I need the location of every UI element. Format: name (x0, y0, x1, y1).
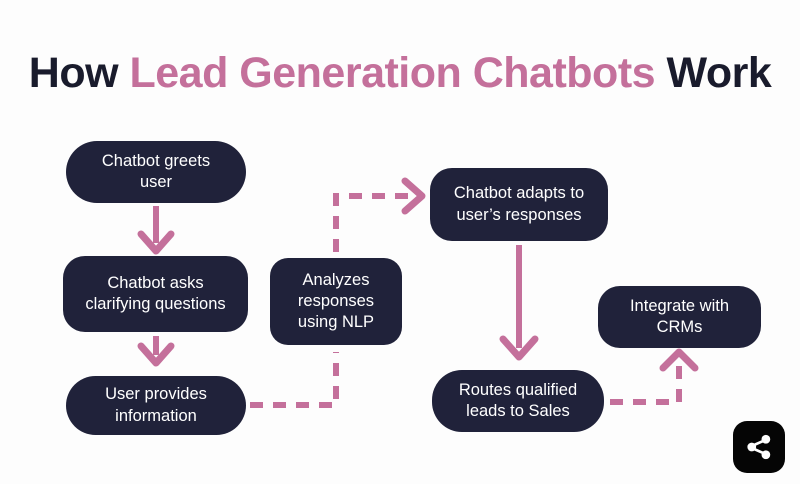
node-routes-qualified-leads-to-sales[interactable]: Routes qualified leads to Sales (432, 370, 604, 432)
title-part-work: Work (655, 48, 772, 97)
title-part-how: How (28, 48, 130, 97)
share-button[interactable] (733, 421, 785, 473)
node-chatbot-adapts-to-user-responses[interactable]: Chatbot adapts to user’s responses (430, 168, 608, 241)
share-icon (747, 434, 771, 460)
node-analyzes-responses-using-nlp[interactable]: Analyzes responses using NLP (270, 258, 402, 345)
title-space (461, 49, 472, 97)
node-chatbot-asks-clarifying-questions[interactable]: Chatbot asks clarifying questions (63, 256, 248, 332)
node-integrate-with-crms[interactable]: Integrate with CRMs (598, 286, 761, 348)
edge-routes-to-crm (610, 348, 699, 405)
node-chatbot-greets-user[interactable]: Chatbot greets user (66, 141, 246, 203)
title-accent-lead-generation: Lead Generation (129, 48, 462, 97)
edge-user-to-nlp (250, 352, 339, 408)
edge-greets-to-asks (137, 206, 175, 255)
page-title: How Lead Generation Chatbots Work (0, 47, 800, 99)
edge-asks-to-user (137, 336, 175, 367)
title-accent-chatbots: Chatbots (472, 48, 656, 97)
edge-nlp-to-adapts (333, 177, 426, 252)
edge-adapts-to-routes (499, 245, 539, 361)
node-user-provides-information[interactable]: User provides information (66, 376, 246, 435)
